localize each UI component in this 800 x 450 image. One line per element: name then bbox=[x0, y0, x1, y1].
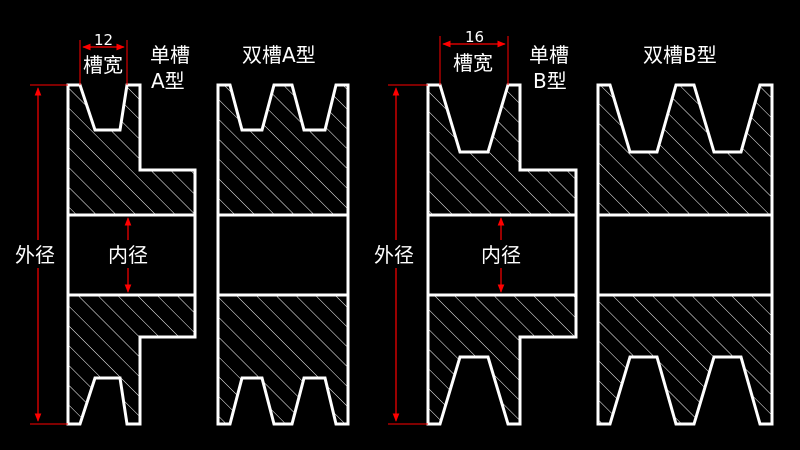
pulley-single-a-inner-diameter-label: 内径 bbox=[108, 243, 148, 267]
pulley-single-a-bottom-section bbox=[66, 293, 197, 426]
pulley-single-groove-b: 外径 内径 16 槽宽 单槽 B型 bbox=[372, 28, 578, 426]
pulley-double-b-top-section bbox=[596, 83, 774, 217]
pulley-double-a-title: 双槽A型 bbox=[242, 43, 316, 67]
pulley-single-b-groove-width-label: 槽宽 bbox=[453, 51, 493, 75]
pulley-single-a-top-section bbox=[66, 83, 197, 217]
pulley-double-a-bottom-section bbox=[216, 293, 350, 426]
pulley-single-b-groove-width-value: 16 bbox=[465, 28, 484, 46]
pulley-double-groove-a: 双槽A型 bbox=[216, 43, 350, 426]
pulley-single-a-groove-width-value: 12 bbox=[94, 31, 113, 49]
pulley-single-a-groove-width-label: 槽宽 bbox=[83, 53, 123, 77]
pulley-single-a-title-line1: 单槽 bbox=[150, 43, 190, 67]
pulley-single-b-inner-diameter-label: 内径 bbox=[481, 243, 521, 267]
pulley-double-b-bore bbox=[596, 213, 774, 297]
pulley-single-a-title-line2: A型 bbox=[151, 69, 185, 93]
pulley-double-b-bottom-section bbox=[596, 293, 774, 426]
pulley-single-b-title-line1: 单槽 bbox=[529, 43, 569, 67]
pulley-single-b-bottom-section bbox=[426, 293, 578, 426]
pulley-single-b-title-line2: B型 bbox=[533, 69, 567, 93]
pulley-single-b-outer-diameter-label: 外径 bbox=[374, 243, 414, 267]
pulley-single-a-outer-diameter-label: 外径 bbox=[15, 243, 55, 267]
pulley-double-groove-b: 双槽B型 bbox=[596, 43, 774, 426]
pulley-double-a-bore bbox=[216, 213, 350, 297]
pulley-double-a-top-section bbox=[216, 83, 350, 217]
pulley-double-b-title: 双槽B型 bbox=[643, 43, 717, 67]
pulley-single-groove-a: 外径 内径 12 槽宽 单槽 A型 bbox=[12, 31, 197, 426]
pulley-single-b-top-section bbox=[426, 83, 578, 217]
